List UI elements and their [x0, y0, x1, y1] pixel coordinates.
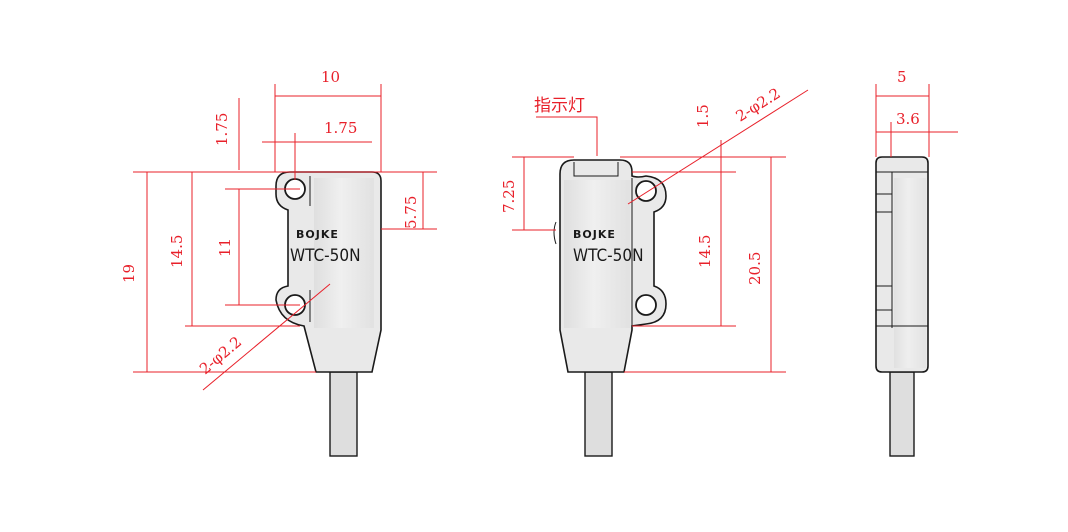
- dim-front-holes: 2-φ2.2: [196, 333, 245, 378]
- back-brand: BOJKE: [573, 228, 616, 241]
- back-hole-bottom: [635, 294, 657, 316]
- back-cable: [584, 371, 613, 457]
- dim-front-hole-offset-y: 1.75: [213, 113, 231, 146]
- dim-front-hole-pitch: 11: [216, 238, 234, 257]
- front-view: BOJKE WTC-50N 10 1.75 1.75 11 14.5 19 5.: [120, 68, 437, 457]
- dim-back-top-height: 7.25: [500, 180, 518, 213]
- dim-back-hole-offset: 1.5: [694, 104, 712, 128]
- dim-front-hole-offset-x: 1.75: [324, 119, 357, 137]
- front-cable: [329, 371, 358, 457]
- dim-back-holes: 2-φ2.2: [733, 84, 784, 125]
- indicator-window: [573, 162, 619, 177]
- dim-front-body-height: 14.5: [168, 235, 186, 268]
- dim-front-upper-height: 5.75: [402, 196, 420, 229]
- back-hole-top: [635, 180, 657, 202]
- dim-front-total-height: 19: [120, 264, 138, 283]
- indicator-label: 指示灯: [534, 96, 585, 116]
- front-brand: BOJKE: [296, 228, 339, 241]
- dim-side-depth: 5: [897, 68, 907, 86]
- front-model: WTC-50N: [290, 246, 361, 266]
- dim-back-hole-span: 14.5: [696, 235, 714, 268]
- side-cable: [889, 371, 915, 457]
- side-view: 5 3.6: [875, 68, 958, 457]
- dim-back-total-height: 20.5: [746, 252, 764, 285]
- back-model: WTC-50N: [573, 246, 644, 266]
- dim-front-width: 10: [321, 68, 340, 86]
- back-view: BOJKE WTC-50N 指示灯 7.25 1.5 14.5 20.5 2-φ…: [500, 84, 809, 457]
- dim-side-inner-depth: 3.6: [896, 110, 920, 128]
